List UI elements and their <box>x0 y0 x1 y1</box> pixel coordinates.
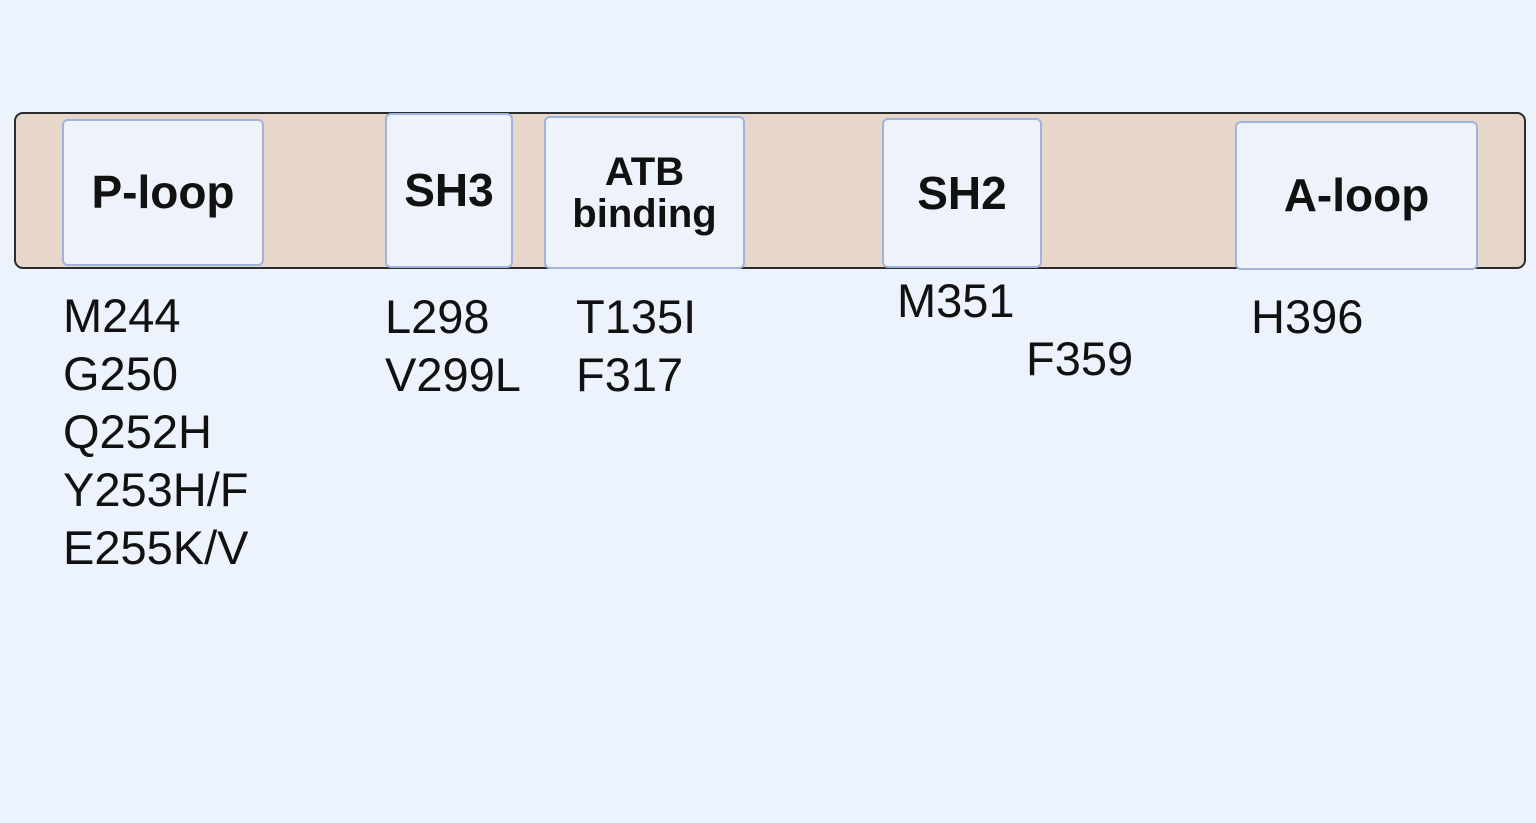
mutation-label: L298 <box>385 290 490 343</box>
a-loop-mutation-list: H396 <box>1251 288 1363 346</box>
domain-sh3: SH3 <box>385 113 513 268</box>
mutation-label: F317 <box>576 348 684 401</box>
mutation-label: G250 <box>63 347 178 400</box>
mutation-label: E255K/V <box>63 521 249 574</box>
mutation-label: T135I <box>576 290 697 343</box>
domain-sh3-label: SH3 <box>404 164 494 217</box>
domain-p-loop-label: P-loop <box>91 166 235 219</box>
mutation-label: H396 <box>1251 290 1364 343</box>
mutation-label: M351 <box>897 274 1015 327</box>
mutation-label: F359 <box>1026 332 1134 385</box>
sh3-mutation-list: L298 V299L <box>385 288 521 404</box>
mutation-label: V299L <box>385 348 521 401</box>
mutation-label: Q252H <box>63 405 212 458</box>
domain-sh2: SH2 <box>882 118 1042 268</box>
mutation-label: M244 <box>63 289 181 342</box>
domain-p-loop: P-loop <box>62 119 264 266</box>
domain-atb-binding-label: ATB binding <box>572 149 717 236</box>
domain-a-loop-label: A-loop <box>1283 169 1430 222</box>
domain-atb-binding: ATB binding <box>544 116 745 269</box>
domain-a-loop: A-loop <box>1235 121 1478 270</box>
p-loop-mutation-list: M244 G250 Q252H Y253H/F E255K/V <box>63 287 249 577</box>
atb-binding-mutation-list: T135I F317 <box>576 288 696 404</box>
sh2-mutation-list: M351 <box>897 272 1015 330</box>
sh2-mutation-list-offset: F359 <box>1026 330 1133 388</box>
domain-sh2-label: SH2 <box>917 166 1007 219</box>
mutation-label: Y253H/F <box>63 463 249 516</box>
